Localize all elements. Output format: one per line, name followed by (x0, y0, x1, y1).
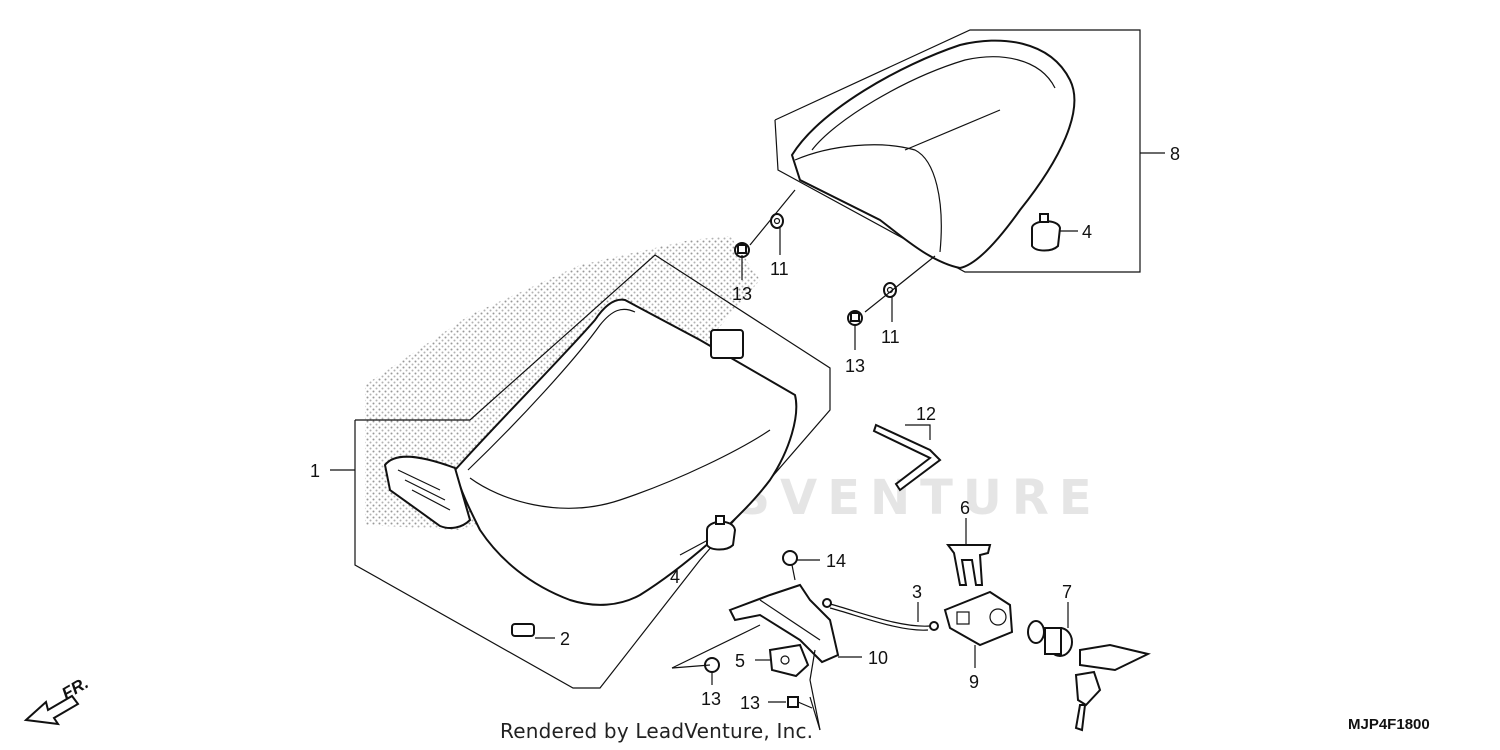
rendered-by-footer: Rendered by LeadVenture, Inc. (500, 719, 814, 743)
key-cylinder-holder[interactable] (943, 590, 1014, 647)
callout-7: 7 (1062, 582, 1072, 602)
callout-6: 6 (960, 498, 970, 518)
callout-9: 9 (969, 672, 979, 692)
bolt-13-upper-left[interactable] (734, 242, 750, 258)
bolt-13-upper-right[interactable] (847, 310, 863, 326)
seat-catch-bracket[interactable] (728, 583, 840, 664)
callout-4-rear: 4 (1082, 222, 1092, 242)
callout-11-left: 11 (770, 259, 789, 279)
washer-11-upper-left[interactable] (770, 213, 784, 229)
bolt-13-bottom[interactable] (787, 696, 813, 709)
callout-13-bottom: 13 (740, 693, 760, 713)
seat-cushion-clip[interactable] (511, 623, 535, 637)
rubber-stopper-front[interactable] (706, 515, 737, 551)
front-direction-label: FR. (59, 673, 92, 703)
callout-1: 1 (310, 461, 320, 481)
hex-wrench[interactable] (872, 423, 942, 492)
washer-11-upper-right[interactable] (883, 282, 897, 298)
seat-catch-latch[interactable] (768, 643, 810, 678)
callout-5: 5 (735, 651, 745, 671)
seat-lock-cable[interactable] (822, 598, 939, 631)
front-direction-indicator: FR. (23, 673, 92, 726)
main-seat[interactable] (354, 236, 831, 689)
lock-clip[interactable] (946, 544, 992, 586)
callout-2: 2 (560, 629, 570, 649)
rear-seat-cowl[interactable] (774, 29, 1141, 273)
callout-4-front: 4 (670, 567, 680, 587)
callout-12: 12 (916, 404, 936, 424)
callout-8: 8 (1170, 144, 1180, 164)
callout-13-lower: 13 (701, 689, 721, 709)
callout-14: 14 (826, 551, 846, 571)
bolt-14[interactable] (782, 550, 798, 581)
callout-13-right: 13 (845, 356, 865, 376)
callout-3: 3 (912, 582, 922, 602)
rubber-stopper-rear[interactable] (1031, 213, 1062, 252)
seat-lock-set[interactable] (1027, 620, 1151, 732)
callout-10: 10 (868, 648, 888, 668)
callout-13-left: 13 (732, 284, 752, 304)
diagram-code: MJP4F1800 (1348, 716, 1430, 733)
callout-11-right: 11 (881, 327, 900, 347)
